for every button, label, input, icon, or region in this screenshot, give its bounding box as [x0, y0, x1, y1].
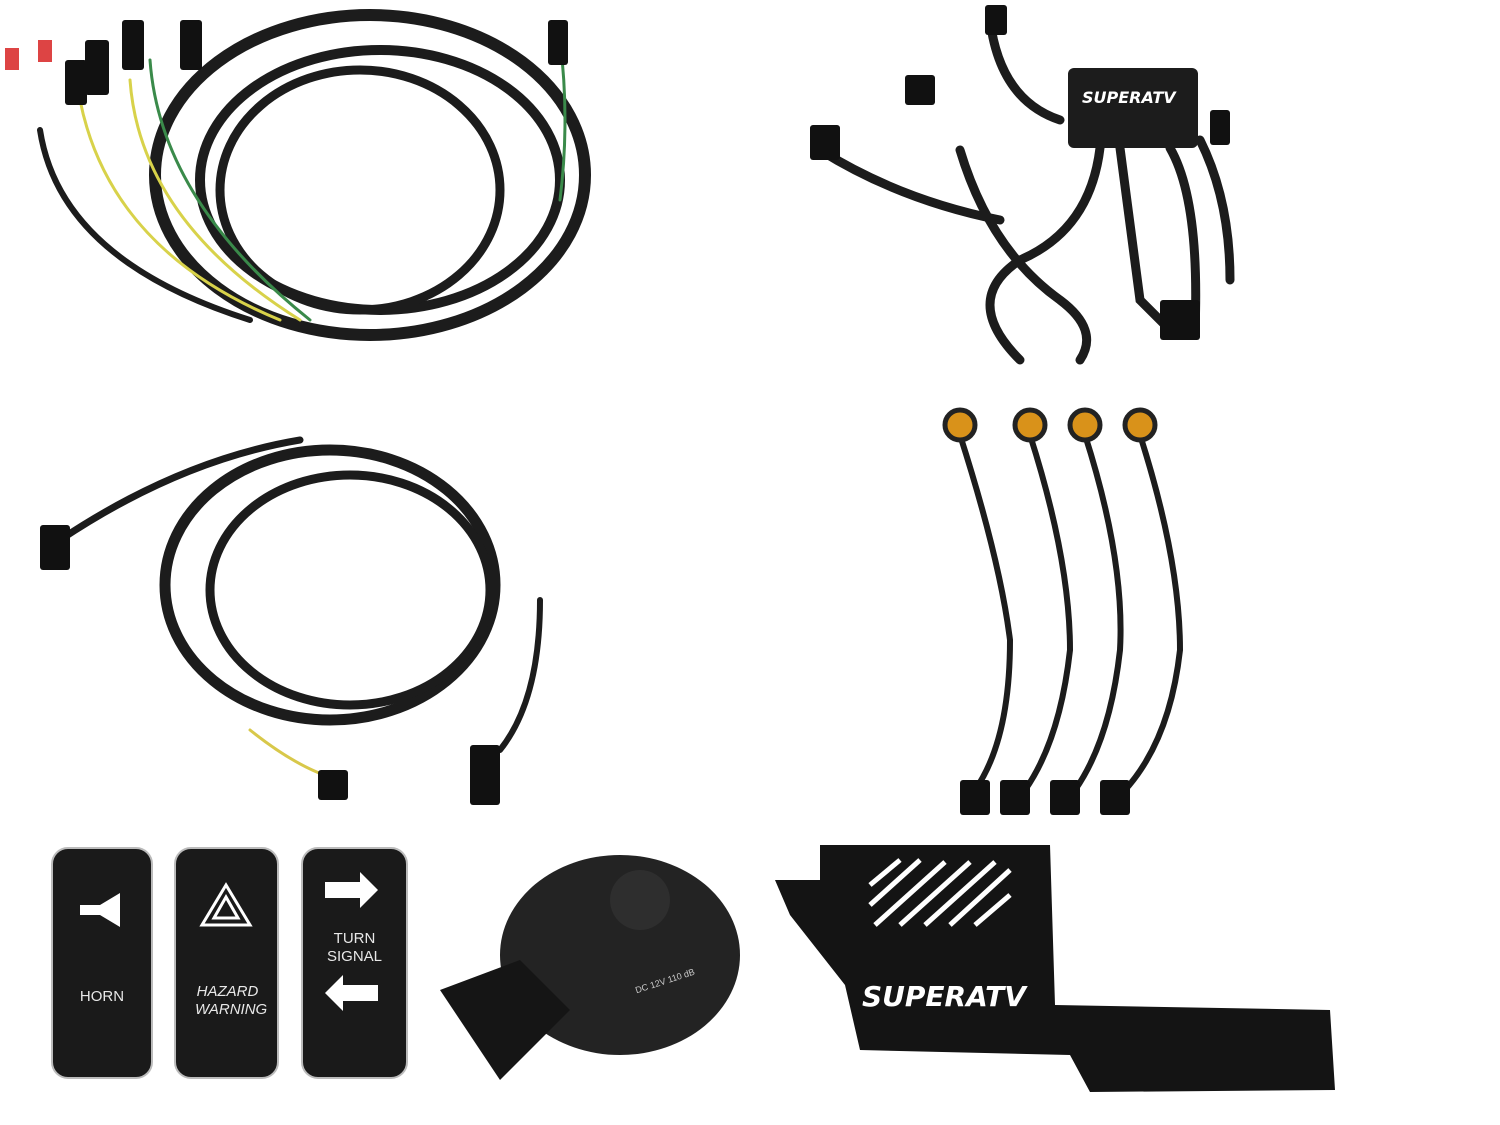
horn-switch-label: HORN	[79, 988, 125, 1005]
mounting-bracket	[775, 845, 1335, 1092]
marker-lights	[942, 407, 1184, 815]
brand-logo-module: SUPERATV	[1082, 88, 1176, 107]
rocker-switches	[51, 847, 408, 1079]
hazard-switch-label: HAZARD WARNING	[195, 983, 268, 1018]
connectors	[5, 20, 568, 105]
turn-signal-switch-label: TURN SIGNAL	[326, 930, 383, 965]
horn-icon	[80, 893, 120, 927]
hazard-triangle-icon	[199, 882, 253, 927]
wiring-harness-secondary	[40, 436, 543, 805]
wiring-harness-main	[37, 9, 591, 341]
brand-logo-bracket: SUPERATV	[862, 980, 1026, 1013]
arrows-icon	[325, 872, 378, 1011]
marker-light	[957, 434, 1184, 793]
turn-signal-module	[810, 5, 1235, 365]
horn	[440, 855, 740, 1080]
